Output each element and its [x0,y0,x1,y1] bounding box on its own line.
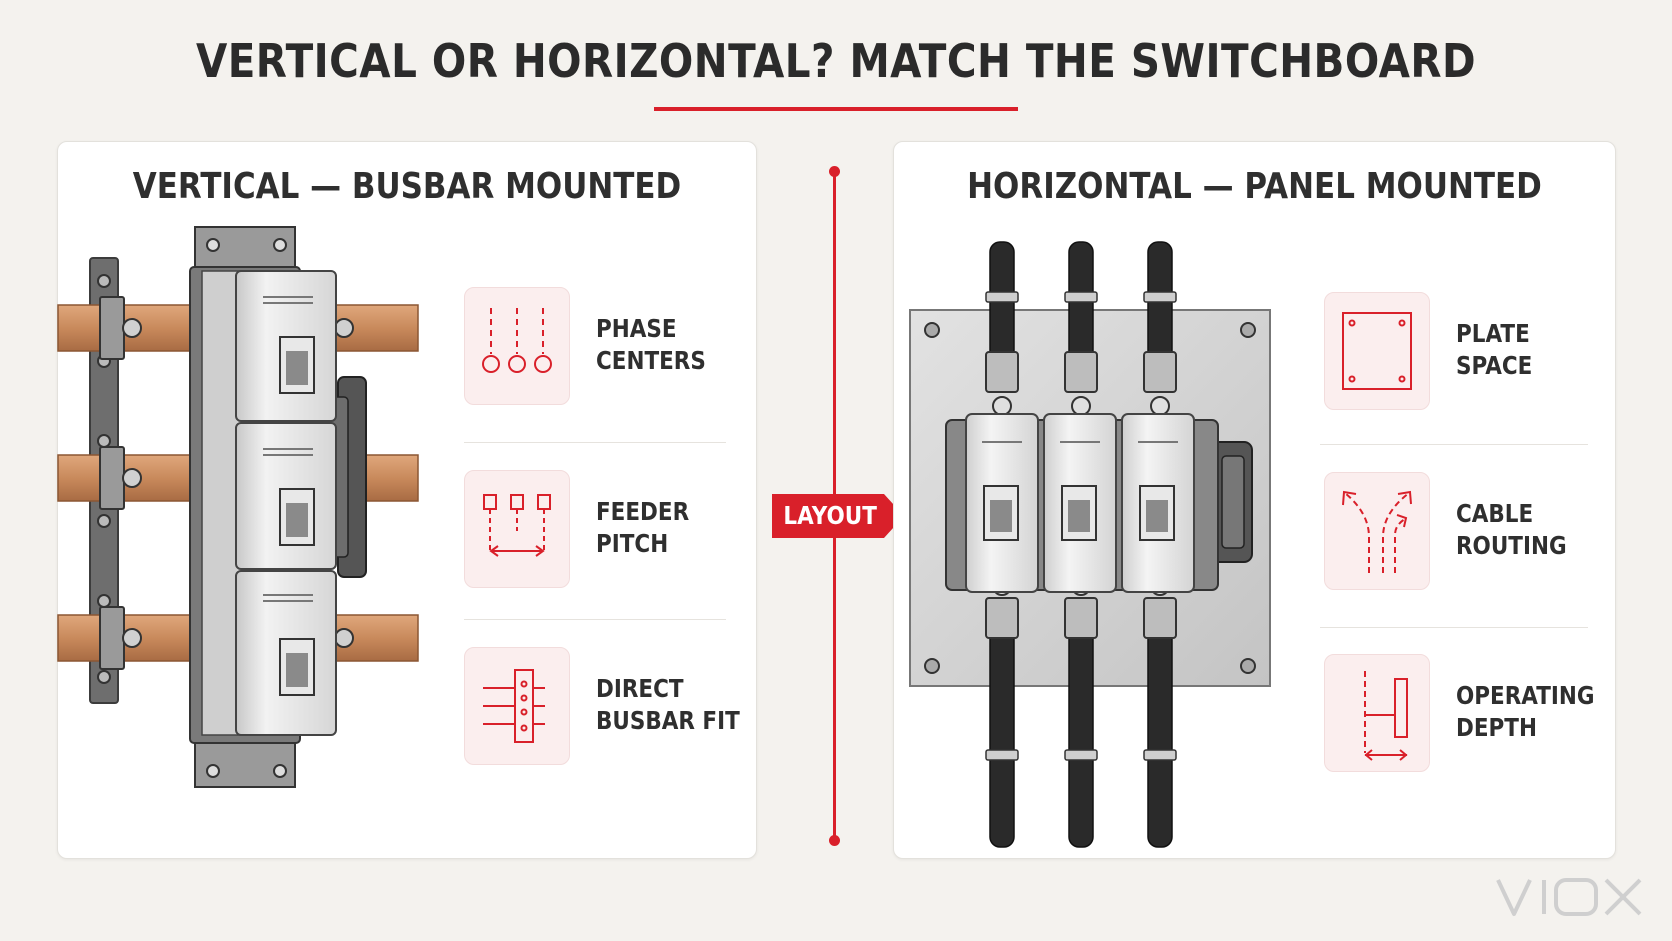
feature-label-line2: BUSBAR FIT [596,706,740,735]
page-title: VERTICAL OR HORIZONTAL? MATCH THE SWITCH… [195,34,1477,88]
phase-centers-icon [464,287,570,405]
feeder-pitch-icon [464,470,570,588]
divider-top-dot [829,166,840,177]
feature-label-line1: DIRECT [596,674,684,703]
viox-logo [1496,878,1642,916]
feature-label-line1: OPERATING [1456,681,1595,710]
busbar-fit-icon [464,647,570,765]
operating-depth-icon [1324,654,1430,772]
feature-label-line1: CABLE [1456,499,1534,528]
plate-space-icon [1324,292,1430,410]
feature-label-line2: DEPTH [1456,713,1537,742]
cable-routing-icon [1324,472,1430,590]
feature-separator [464,619,726,620]
feature-label-line2: PITCH [596,529,669,558]
horizontal-switch-disconnector-illustration [909,241,1271,848]
layout-badge-label: LAYOUT [783,501,877,530]
feature-label-line2: SPACE [1456,351,1533,380]
horizontal-panel: HORIZONTAL — PANEL MOUNTED [893,141,1616,859]
feature-label-line2: CENTERS [596,346,706,375]
layout-arrow-badge [772,494,904,538]
feature-label-line1: FEEDER [596,497,690,526]
feature-separator [1320,627,1588,628]
feature-label-line1: PHASE [596,314,677,343]
feature-label-line2: ROUTING [1456,531,1567,560]
feature-label-line1: PLATE [1456,319,1530,348]
vertical-switch-disconnector-illustration [57,226,419,788]
feature-separator [464,442,726,443]
vertical-panel: VERTICAL — BUSBAR MOUNTED [57,141,757,859]
title-underline [654,107,1018,111]
vertical-panel-title: VERTICAL — BUSBAR MOUNTED [132,166,682,207]
feature-separator [1320,444,1588,445]
divider-bottom-dot [829,835,840,846]
horizontal-panel-title: HORIZONTAL — PANEL MOUNTED [967,166,1542,207]
